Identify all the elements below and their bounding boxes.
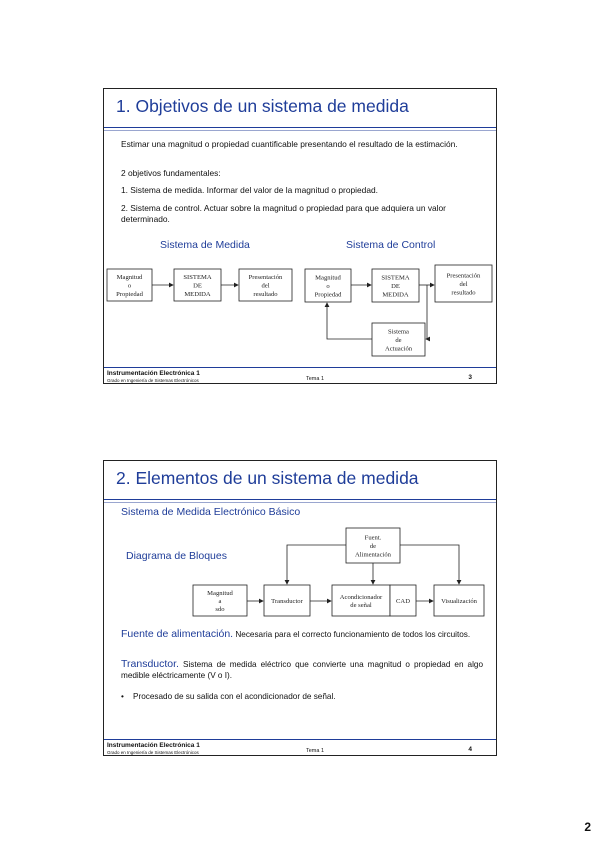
- arrow-power: [400, 544, 462, 585]
- footer-page-number: 3: [468, 374, 472, 381]
- box-label: Visualización: [441, 598, 478, 605]
- box-label: Magnitud: [117, 274, 143, 281]
- box-presentation: [238, 268, 293, 302]
- bullet-icon: •: [121, 692, 124, 701]
- box-actuation-system: [371, 322, 426, 357]
- box-label: MEDIDA: [184, 291, 211, 298]
- footer-rule: [104, 367, 496, 368]
- footer-degree: Grado en Ingeniería de Sistemas Electrón…: [107, 378, 199, 383]
- box-label: MEDIDA: [382, 291, 409, 298]
- box-measurement-system: [371, 268, 420, 303]
- slide-title: 2. Elementos de un sistema de medida: [116, 468, 419, 488]
- box-label: Alimentación: [355, 551, 392, 558]
- arrow-feedback: [425, 285, 430, 342]
- item-lead: Fuente de alimentación.: [121, 628, 234, 640]
- footer-course: Instrumentación Electrónica 1: [107, 742, 200, 749]
- title-rule-thin: [104, 130, 496, 131]
- measurement-control-diagram: MagnitudoPropiedadSISTEMADEMEDIDAPresent…: [106, 264, 493, 357]
- box-measurement-system: [173, 268, 222, 302]
- box-label: sdo: [215, 606, 225, 613]
- box-label: a: [219, 598, 222, 605]
- diagram-label-control: Sistema de Control: [346, 239, 436, 251]
- box-transducer: [263, 584, 311, 617]
- bullet-text: Procesado de su salida con el acondicion…: [133, 692, 336, 701]
- box-label: Fuent.: [365, 534, 382, 541]
- box-magnitude: [304, 268, 352, 303]
- title-rule-thin: [104, 502, 496, 503]
- box-label: SISTEMA: [183, 274, 211, 281]
- box-label: Propiedad: [315, 291, 342, 298]
- box-label: DE: [193, 282, 202, 289]
- footer-page-number: 4: [468, 746, 472, 753]
- box-display: [433, 584, 485, 617]
- slide-4: 2. Elementos de un sistema de medida Sis…: [103, 460, 497, 756]
- item-text: Necesaria para el correcto funcionamient…: [233, 630, 471, 639]
- box-label: Magnitud: [315, 274, 341, 281]
- footer-rule: [104, 739, 496, 740]
- title-rule: [104, 127, 496, 128]
- box-adc: [389, 584, 417, 617]
- box-label: o: [326, 283, 330, 290]
- box-label: Acondicionador: [340, 594, 383, 601]
- box-signal-conditioner: [331, 584, 391, 617]
- slide-title: 1. Objetivos de un sistema de medida: [116, 96, 409, 116]
- footer-topic: Tema 1: [306, 376, 325, 382]
- box-label: Transductor: [271, 598, 303, 605]
- box-label: resultado: [253, 291, 278, 298]
- box-magnitude: [192, 584, 248, 617]
- paragraph: 2. Sistema de control. Actuar sobre la m…: [121, 203, 446, 224]
- item-lead: Transductor.: [121, 658, 179, 670]
- box-label: CAD: [396, 598, 410, 605]
- item-transducer: Transductor. Sistema de medida eléctrico…: [121, 659, 483, 681]
- block-diagram-label: Diagrama de Bloques: [126, 550, 227, 562]
- box-label: de: [370, 543, 376, 550]
- box-label: Propiedad: [116, 291, 143, 298]
- box-label: de señal: [350, 602, 372, 609]
- box-label: de: [395, 337, 401, 344]
- box-label: o: [128, 282, 132, 289]
- paragraph: Estimar una magnitud o propiedad cuantif…: [121, 139, 458, 149]
- arrow-feedback: [324, 302, 372, 340]
- item-text: Sistema de medida eléctrico que conviert…: [121, 660, 483, 680]
- box-label: SISTEMA: [381, 274, 409, 281]
- page-number: 2: [584, 820, 591, 834]
- slide-subtitle: Sistema de Medida Electrónico Básico: [121, 506, 301, 518]
- box-label: del: [261, 282, 269, 289]
- slide-3: 1. Objetivos de un sistema de medida Est…: [103, 88, 497, 384]
- box-label: Actuación: [385, 345, 413, 352]
- box-label: Magnitud: [207, 590, 233, 597]
- box-label: Presentación: [447, 272, 481, 279]
- paragraph: 1. Sistema de medida. Informar del valor…: [121, 185, 378, 195]
- box-magnitude: [106, 268, 153, 302]
- box-presentation: [434, 264, 493, 303]
- footer-topic: Tema 1: [306, 748, 325, 754]
- footer-degree: Grado en Ingeniería de Sistemas Electrón…: [107, 750, 199, 755]
- diagram-label-measure: Sistema de Medida: [160, 239, 250, 251]
- footer-course: Instrumentación Electrónica 1: [107, 370, 200, 377]
- paragraph: 2 objetivos fundamentales:: [121, 168, 221, 178]
- box-label: Sistema: [388, 328, 409, 335]
- box-label: resultado: [451, 289, 476, 296]
- arrow-power: [284, 544, 346, 585]
- box-label: del: [459, 281, 467, 288]
- bullet-item: • Procesado de su salida con el acondicio…: [121, 691, 483, 702]
- box-label: Presentación: [249, 274, 283, 281]
- item-power-supply: Fuente de alimentación. Necesaria para e…: [121, 629, 483, 640]
- box-label: DE: [391, 283, 400, 290]
- title-rule: [104, 499, 496, 500]
